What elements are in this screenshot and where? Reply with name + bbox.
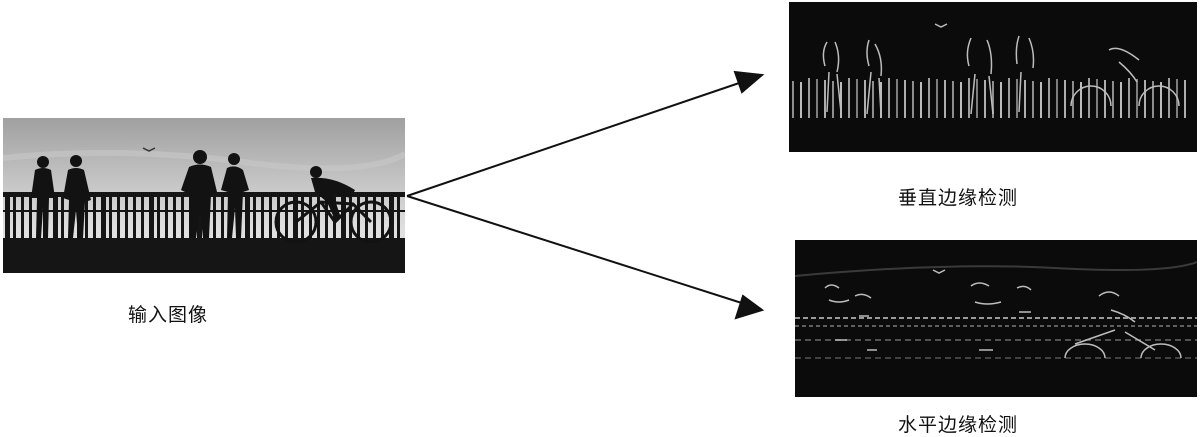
arrow-to-vertical	[406, 70, 765, 197]
railing-bar	[29, 194, 32, 238]
horizontal-edge-image	[795, 240, 1197, 397]
railing-bar	[325, 194, 328, 238]
railing-bar	[133, 194, 136, 238]
people-silhouettes	[31, 150, 355, 238]
railing-bar	[101, 194, 106, 238]
railing-bar	[221, 194, 224, 238]
railing-bar	[285, 194, 288, 238]
bird-icon	[142, 147, 156, 152]
input-image-caption: 输入图像	[128, 304, 209, 326]
railing-bar	[245, 194, 250, 238]
railing-bar	[261, 194, 264, 238]
railing-bar	[181, 194, 184, 238]
vertical-edge-figures	[822, 23, 1180, 115]
railing-bar	[117, 194, 120, 238]
railing-bar	[277, 194, 280, 238]
railing-bar	[141, 194, 144, 238]
railing-bar	[269, 194, 272, 238]
railing-bar	[165, 194, 168, 238]
railing-bar	[13, 194, 16, 238]
railing-bar	[61, 194, 64, 238]
railing-bar	[341, 194, 346, 238]
vertical-edge-image	[789, 2, 1197, 152]
railing-bar	[93, 194, 96, 238]
railing-bar	[5, 194, 10, 238]
railing-bar	[381, 194, 384, 238]
horizontal-edge-figures	[824, 269, 1182, 359]
arrow-to-horizontal	[406, 195, 765, 320]
railing-bar	[197, 194, 202, 238]
horizontal-edge-caption: 水平边缘检测	[898, 414, 1019, 436]
horizontal-edge-lines	[795, 261, 1197, 359]
bicycle	[274, 200, 393, 244]
railing-bar	[317, 194, 320, 238]
input-image	[3, 118, 405, 273]
vertical-edge-caption: 垂直边缘检测	[898, 187, 1019, 209]
railing-bar	[21, 194, 24, 238]
railing-bar	[357, 194, 360, 238]
railing-bar	[85, 194, 88, 238]
railing-bar	[397, 194, 400, 238]
railing-bar	[173, 194, 176, 238]
railing-bar	[109, 194, 112, 238]
railing-bar	[293, 194, 298, 238]
railing-bar	[373, 194, 376, 238]
railing-bar	[253, 194, 256, 238]
ground	[3, 238, 405, 273]
railing-bar	[213, 194, 216, 238]
railing-bar	[149, 194, 154, 238]
railing-bar	[53, 194, 58, 238]
railing-bar	[157, 194, 160, 238]
railing-bar	[125, 194, 128, 238]
railing-bar	[309, 194, 312, 238]
